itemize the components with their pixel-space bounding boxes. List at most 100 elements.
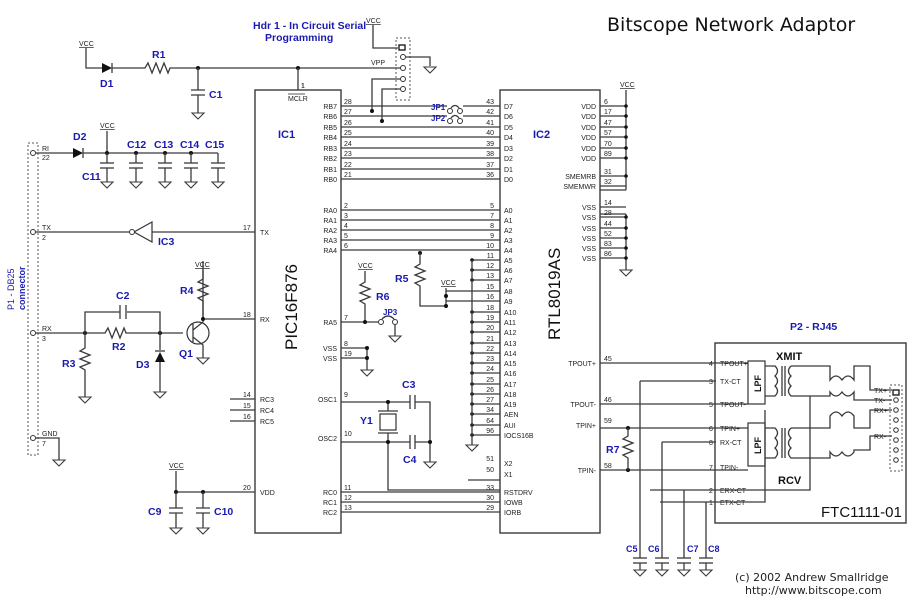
svg-text:VCC: VCC xyxy=(620,82,635,89)
ic2-pin-a0: A0 xyxy=(504,208,513,215)
ic1-pin-rc1: RC1 xyxy=(323,500,337,507)
mag-pin-txct: TX-CT xyxy=(720,379,741,386)
ic2-pin-num: 15 xyxy=(486,284,494,291)
ftc1111-magnetics: P2 - RJ45 FTC1111-01 XMIT RCV LPF LPF TP… xyxy=(606,321,907,577)
ic1-pin-num: 22 xyxy=(344,162,352,169)
ic2-pin-num: 59 xyxy=(604,418,612,425)
ic2-pin-num: 27 xyxy=(486,397,494,404)
credit-line1: (c) 2002 Andrew Smallridge xyxy=(735,571,889,584)
ic2-pin-num: 9 xyxy=(490,233,494,240)
ic1-pin-num: 20 xyxy=(243,485,251,492)
ic1-pin-num: 2 xyxy=(344,203,348,210)
ic2-pin-num: 24 xyxy=(486,366,494,373)
ic2-pin-x2: X2 xyxy=(504,461,513,468)
ic2-pin-num: 7 xyxy=(490,213,494,220)
ic1-pin-num: 15 xyxy=(243,403,251,410)
ic1-pin-ra3: RA3 xyxy=(323,238,337,245)
ic2-pin-num: 19 xyxy=(486,315,494,322)
ic1-pin-num: 17 xyxy=(243,225,251,232)
ic2-pin-a17: A17 xyxy=(504,382,517,389)
rx-network: VCC C2 R2 R3 R4 D3 Q1 xyxy=(36,261,255,404)
svg-text:R6: R6 xyxy=(376,291,390,303)
mag-pin-num: 3 xyxy=(709,379,713,386)
svg-text:C7: C7 xyxy=(687,544,699,554)
ra5-network: VCC R6 JP3 R5 VCC xyxy=(341,251,456,377)
svg-text:C6: C6 xyxy=(648,544,660,554)
oscillator: C3 C4 Y1 xyxy=(341,379,500,491)
ic2-pin-num: 58 xyxy=(604,463,612,470)
ic2-pin-d5: D5 xyxy=(504,125,513,132)
svg-text:1: 1 xyxy=(301,83,305,90)
ic1-mclr-num: 1 xyxy=(301,83,305,90)
ic1-pin-num: 24 xyxy=(344,141,352,148)
ic2-pin-num: 5 xyxy=(490,203,494,210)
svg-text:VCC: VCC xyxy=(441,280,456,287)
ic2-pin-a5: A5 xyxy=(504,258,513,265)
svg-text:C4: C4 xyxy=(403,454,417,466)
ic2-pin-num: 89 xyxy=(604,151,612,158)
ic2-pin-num: 52 xyxy=(604,231,612,238)
ic2-pin-d6: D6 xyxy=(504,114,513,121)
svg-text:C14: C14 xyxy=(180,139,199,151)
ic2-part: RTL8019AS xyxy=(545,248,564,340)
ic2-pin-num: 30 xyxy=(486,495,494,502)
svg-text:TX-: TX- xyxy=(874,398,886,405)
c1-label: C1 xyxy=(209,89,223,101)
ic2-pin-num: 22 xyxy=(486,346,494,353)
header-label-line1: Hdr 1 - In Circuit Serial xyxy=(253,20,366,32)
ic2-pin-num: 6 xyxy=(604,99,608,106)
ic2-pin-vdd: VDD xyxy=(581,135,596,142)
ic2-pin-a11: A11 xyxy=(504,320,516,327)
ic1-pin-rb2: RB2 xyxy=(323,156,337,163)
ic2-pin-num: 42 xyxy=(486,109,494,116)
svg-text:P1 - DB25: P1 - DB25 xyxy=(6,268,16,310)
mag-pin-tpin: TPIN- xyxy=(720,465,739,472)
svg-text:RX+: RX+ xyxy=(874,408,888,415)
ic2-pin-a2: A2 xyxy=(504,228,513,235)
svg-text:XMIT: XMIT xyxy=(776,351,803,363)
ic2-pin-num: 57 xyxy=(604,130,612,137)
svg-text:VCC: VCC xyxy=(195,262,210,269)
ic2-pin-smemrb: SMEMRB xyxy=(565,174,596,181)
ic2-pin-num: 17 xyxy=(604,109,612,116)
ic2-pin-num: 51 xyxy=(486,456,494,463)
ic2-pin-num: 44 xyxy=(604,221,612,228)
ic2-pin-aui: AUI xyxy=(504,423,516,430)
ic2-pin-a10: A10 xyxy=(504,310,517,317)
ic1-pin-rb5: RB5 xyxy=(323,125,337,132)
diode-d1 xyxy=(102,63,112,73)
ic1-pin-num: 7 xyxy=(344,315,348,322)
ic2-pin-vss: VSS xyxy=(582,236,596,243)
mag-pin-tpout: TPOUT+ xyxy=(720,361,748,368)
ic1-pin-rc4: RC4 xyxy=(260,408,274,415)
ic1-pin-num: 26 xyxy=(344,120,352,127)
ic2-pin-a6: A6 xyxy=(504,268,513,275)
ic1-pin-num: 3 xyxy=(344,213,348,220)
mag-pin-num: 5 xyxy=(709,402,713,409)
ic1-pin-num: 28 xyxy=(344,99,352,106)
vdd-decoupling: VCC C9 C10 xyxy=(148,398,255,535)
ic1-pin-osc1: OSC1 xyxy=(318,397,337,404)
svg-text:VCC: VCC xyxy=(169,463,184,470)
d1-label: D1 xyxy=(100,78,114,90)
ic1-pin-num: 13 xyxy=(344,505,352,512)
ic1-ref: IC1 xyxy=(278,129,295,141)
ic2-pin-a9: A9 xyxy=(504,299,513,306)
ic2-pin-num: 37 xyxy=(486,162,494,169)
ic2-pin-x1: X1 xyxy=(504,472,513,479)
ic1-pin-num: 19 xyxy=(344,351,352,358)
ic2-pin-a12: A12 xyxy=(504,330,517,337)
ic2-pin-iowb: IOWB xyxy=(504,500,523,507)
svg-text:R3: R3 xyxy=(62,358,76,370)
svg-text:2: 2 xyxy=(42,235,46,242)
svg-text:22: 22 xyxy=(42,155,50,162)
ic2-pin-d1: D1 xyxy=(504,167,513,174)
ic2-pin-d0: D0 xyxy=(504,177,513,184)
ic1-pin-num: 27 xyxy=(344,109,352,116)
svg-text:VCC: VCC xyxy=(366,18,381,25)
ic1-pin-ra5: RA5 xyxy=(323,320,337,327)
svg-text:C5: C5 xyxy=(626,544,638,554)
ic2-pin-num: 21 xyxy=(486,336,494,343)
svg-text:LPF: LPF xyxy=(753,374,763,392)
